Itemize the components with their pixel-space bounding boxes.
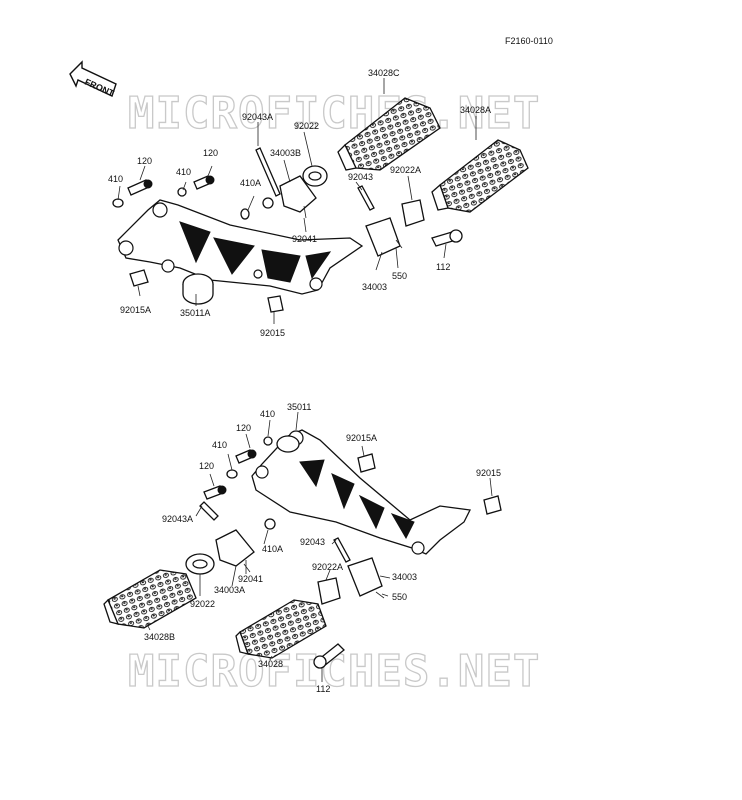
nut-92015-bottom bbox=[483, 495, 502, 515]
label-112-top: 112 bbox=[436, 262, 450, 272]
label-34003A-bottom: 34003A bbox=[214, 585, 245, 595]
label-92022-top: 92022 bbox=[294, 121, 319, 131]
label-34003B-top: 34003B bbox=[270, 148, 301, 158]
label-410A-bottom: 410A bbox=[262, 544, 283, 554]
label-34028C-top: 34028C bbox=[368, 68, 400, 78]
cotter-pins-top bbox=[303, 205, 403, 249]
label-34028-bottom: 34028 bbox=[258, 659, 283, 669]
label-410A-top: 410A bbox=[240, 178, 261, 188]
watermark-top: MICROFICHES.NET bbox=[128, 88, 540, 139]
label-92043A-top: 92043A bbox=[242, 112, 273, 122]
label-92015A-bottom: 92015A bbox=[346, 433, 377, 443]
cotter-pins-bottom bbox=[243, 563, 385, 599]
label-92022-bottom: 92022 bbox=[190, 599, 215, 609]
bracket-34003-bottom bbox=[347, 557, 383, 597]
pin-92043-top bbox=[357, 185, 375, 211]
label-92015A-top: 92015A bbox=[120, 305, 151, 315]
label-92041-top: 92041 bbox=[292, 234, 317, 244]
top-bracket-35011A bbox=[117, 199, 364, 305]
washer-410a-bottom bbox=[226, 469, 238, 479]
nut-92015A-top bbox=[129, 269, 149, 287]
label-92043-bottom: 92043 bbox=[300, 537, 325, 547]
label-120b-top: 120 bbox=[203, 148, 218, 158]
front-arrow-icon: FRONT bbox=[69, 60, 117, 99]
label-112-bottom: 112 bbox=[316, 684, 330, 694]
washer-92022A-bottom bbox=[317, 577, 341, 605]
label-92022A-top: 92022A bbox=[390, 165, 421, 175]
bracket-34003-top bbox=[365, 217, 401, 257]
label-92041-bottom: 92041 bbox=[238, 574, 263, 584]
washer-410b-bottom bbox=[263, 436, 273, 446]
bottom-assembly: 35011 410 120 410 92015A 120 92015 92043… bbox=[103, 402, 502, 694]
label-120b-bottom: 120 bbox=[199, 461, 214, 471]
label-550-bottom: 550 bbox=[392, 592, 407, 602]
label-410b-bottom: 410 bbox=[212, 440, 227, 450]
label-92015-top: 92015 bbox=[260, 328, 285, 338]
label-35011A-top: 35011A bbox=[180, 308, 210, 318]
label-92043A-bottom: 92043A bbox=[162, 514, 193, 524]
footpeg-34028 bbox=[235, 599, 327, 659]
bracket-34003B bbox=[279, 175, 317, 213]
nut-92015-top bbox=[267, 295, 284, 313]
label-34028B-bottom: 34028B bbox=[144, 632, 175, 642]
label-92022A-bottom: 92022A bbox=[312, 562, 343, 572]
washer-410A-top bbox=[262, 197, 274, 209]
washer-410b-top bbox=[240, 208, 250, 220]
label-410a-bottom: 410 bbox=[260, 409, 275, 419]
figure-id: F2160-0110 bbox=[505, 36, 553, 46]
pin-92043-bottom bbox=[333, 537, 351, 563]
washer-92022A-top bbox=[401, 199, 425, 227]
label-410b-top: 410 bbox=[176, 167, 191, 177]
nut-92015A-bottom bbox=[357, 453, 376, 473]
washer-410a-top bbox=[112, 198, 124, 208]
washer-410c-top bbox=[177, 187, 187, 197]
washer-410A-bottom bbox=[264, 518, 276, 530]
pin-92043A-top bbox=[255, 147, 281, 197]
label-34028A-top: 34028A bbox=[460, 105, 491, 115]
label-120a-top: 120 bbox=[137, 156, 152, 166]
footpeg-34028C bbox=[337, 97, 441, 171]
label-35011-bottom: 35011 bbox=[287, 402, 311, 412]
label-92015-bottom: 92015 bbox=[476, 468, 501, 478]
footpeg-34028B bbox=[103, 569, 197, 629]
label-92043-top: 92043 bbox=[348, 172, 373, 182]
top-assembly: 34028C 34028A 92043A 92022 34003B 120 12… bbox=[108, 68, 529, 338]
label-120a-bottom: 120 bbox=[236, 423, 251, 433]
label-34003-bottom: 34003 bbox=[392, 572, 417, 582]
label-410a-top: 410 bbox=[108, 174, 123, 184]
label-34003-top: 34003 bbox=[362, 282, 387, 292]
footpeg-34028A bbox=[431, 139, 529, 213]
label-550-top: 550 bbox=[392, 271, 407, 281]
pin-92043A-bottom bbox=[199, 501, 219, 521]
bracket-34003A bbox=[215, 529, 255, 567]
bottom-bracket-35011 bbox=[251, 429, 471, 555]
